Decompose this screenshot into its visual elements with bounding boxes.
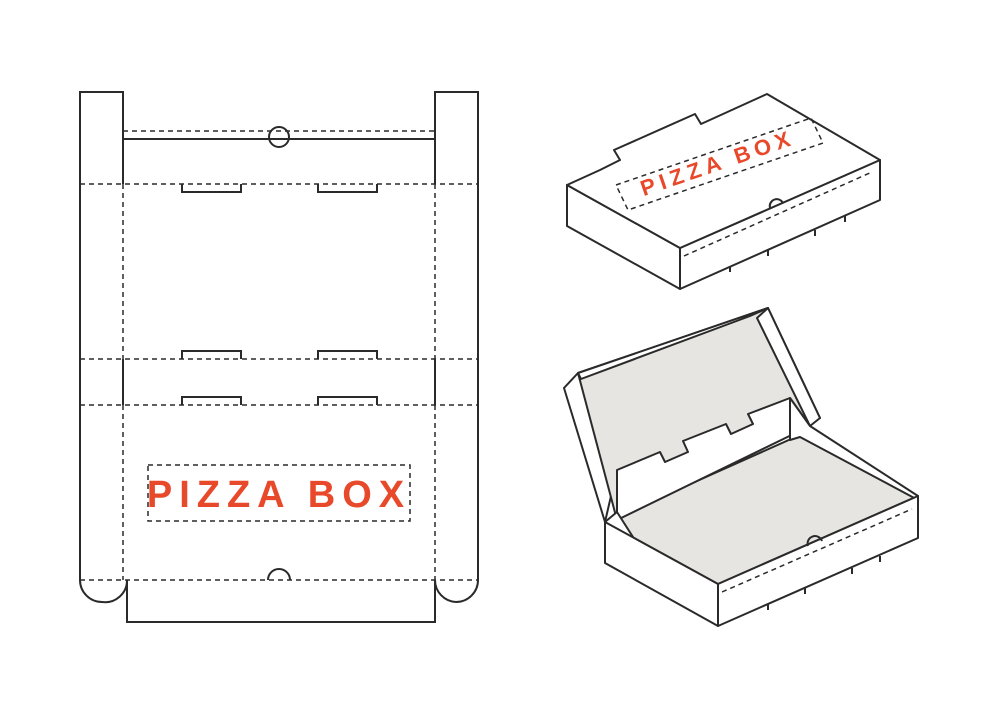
dieline-label-frame <box>147 464 411 522</box>
dieline-side-cuts <box>122 359 436 405</box>
open-box-lid-top-flap <box>577 307 769 380</box>
open-box-side-tabs <box>767 556 881 610</box>
dieline-bottom-notch <box>267 568 291 581</box>
dieline-outline <box>79 91 479 623</box>
open-box-thumb-notch <box>806 535 823 547</box>
dieline-top-flap-cuts <box>122 92 436 184</box>
dieline-label: PIZZA BOX <box>147 474 411 516</box>
closed-box-label-frame <box>614 117 825 211</box>
open-box-right-side <box>717 495 919 627</box>
open-box-front-fold <box>721 508 913 593</box>
closed-box: PIZZA BOX <box>566 93 881 290</box>
closed-box-side-tabs <box>729 216 846 272</box>
closed-box-thumb-notch <box>768 198 784 209</box>
dieline-lock-tabs <box>181 184 378 405</box>
flat-dieline: PIZZA BOX <box>79 91 479 623</box>
open-box <box>563 307 919 627</box>
closed-box-lid <box>566 93 881 249</box>
dieline-fold-lines <box>80 130 478 581</box>
dieline-thumb-hole <box>268 126 290 148</box>
closed-box-lid-fold <box>683 171 873 257</box>
